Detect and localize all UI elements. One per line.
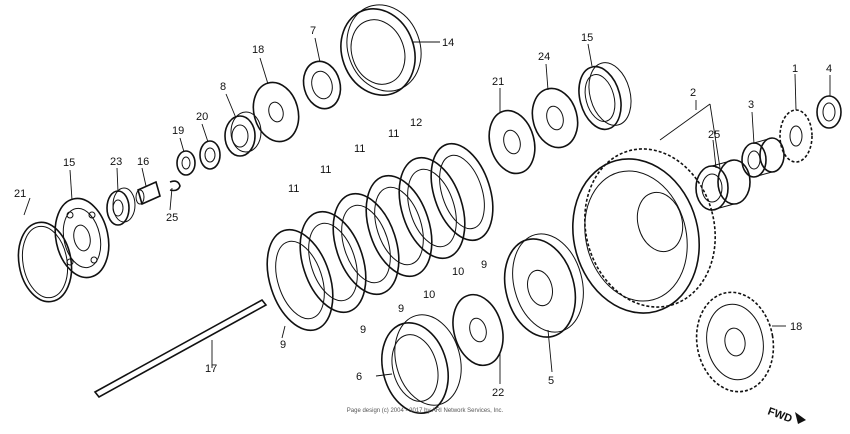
label-21-lower: 22 (492, 387, 504, 399)
part-24-bearing[interactable] (106, 187, 136, 226)
label-25-text: 25 (708, 129, 720, 141)
part-13-pressure-plate[interactable] (48, 193, 115, 282)
label-11-d: 11 (388, 128, 399, 140)
copyright-notice: Page design (c) 2004 - 2017 by ARI Netwo… (347, 408, 504, 414)
label-1: 1 (792, 63, 798, 75)
label-23: 21 (14, 188, 26, 200)
label-12: 14 (442, 37, 454, 49)
label-11-b: 11 (320, 164, 331, 176)
label-10-a: 10 (423, 289, 435, 301)
part-21-upper-washer[interactable] (482, 105, 541, 178)
part-1-gear[interactable] (779, 109, 813, 163)
leader-lines (23, 37, 831, 384)
label-7: 7 (310, 25, 316, 37)
label-20: 20 (196, 111, 208, 123)
part-6-clutch-center[interactable] (372, 307, 471, 420)
part-14-lifter-piece[interactable] (135, 180, 161, 206)
fwd-arrow: FWD (766, 406, 806, 426)
label-9-c: 9 (398, 303, 404, 315)
part-22-washer[interactable] (526, 83, 584, 152)
clutch-plate-stack[interactable] (255, 136, 504, 339)
label-11-c: 11 (354, 143, 365, 155)
label-21-upper: 21 (492, 76, 504, 88)
part-7-lifter-plate[interactable] (298, 57, 345, 113)
part-2-clutch-outer[interactable] (556, 134, 733, 327)
part-23-snap-ring[interactable] (12, 218, 77, 306)
label-15-text: 15 (581, 32, 593, 44)
part-18-gear[interactable] (689, 286, 781, 398)
label-2: 2 (690, 87, 696, 99)
label-5: 5 (548, 375, 554, 387)
label-4: 4 (826, 63, 832, 75)
part-15-one-way-clutch[interactable] (572, 58, 637, 134)
label-9-d: 9 (481, 259, 487, 271)
part-19-washer[interactable] (176, 150, 196, 176)
label-26: 25 (166, 212, 178, 224)
part-17-push-rod[interactable] (93, 298, 268, 399)
label-14: 16 (137, 156, 149, 168)
label-9-b: 9 (360, 324, 366, 336)
label-11-e: 12 (410, 117, 422, 129)
label-9-a: 9 (280, 339, 286, 351)
part-21-lower-washer[interactable] (446, 289, 511, 371)
fwd-label: FWD (766, 406, 794, 426)
label-16: 18 (252, 44, 264, 56)
label-18-text: 18 (790, 321, 802, 333)
part-20-washer[interactable] (199, 140, 221, 170)
label-24: 23 (110, 156, 122, 168)
label-22: 24 (538, 51, 550, 63)
label-10-b: 10 (452, 266, 464, 278)
label-11-a: 11 (288, 183, 299, 195)
label-6: 6 (356, 371, 362, 383)
part-25-needle-bearing[interactable] (695, 159, 751, 211)
label-8: 8 (220, 81, 226, 93)
label-17: 17 (205, 363, 217, 375)
part-4-washer[interactable] (816, 95, 842, 129)
part-26-clip[interactable] (169, 180, 181, 192)
label-3: 3 (748, 99, 754, 111)
label-13: 15 (63, 157, 75, 169)
part-5-clutch-hub[interactable] (494, 226, 594, 345)
part-labels: 21 15 23 16 25 19 20 8 18 7 14 11 11 11 … (14, 25, 832, 399)
label-19: 19 (172, 125, 184, 137)
part-16-washer[interactable] (247, 77, 305, 146)
part-12-spring-plate[interactable] (329, 0, 433, 106)
